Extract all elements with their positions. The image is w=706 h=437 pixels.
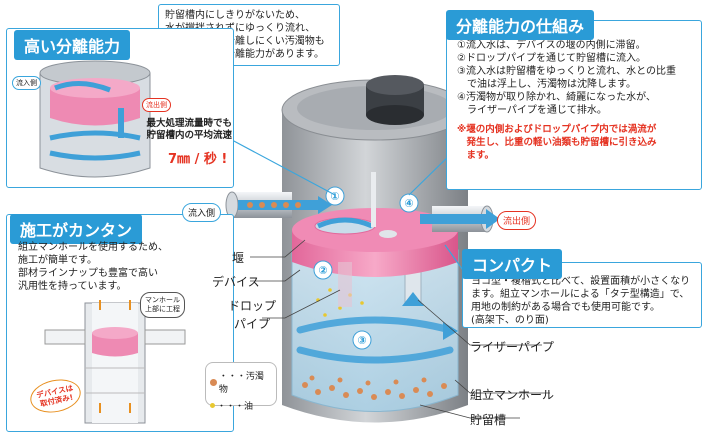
- high-separation-note: 最大処理流量時でも 貯留槽内の平均流速: [142, 118, 232, 142]
- mechanism-panel: ①流入水は、デバイスの堰の内側に滞留。 ②ドロップパイプを通じて貯留槽に流入。 …: [446, 20, 702, 190]
- note-line: 貯留槽内の平均流速: [146, 130, 232, 141]
- compact-line: ヨコ型・複槽式と比べて、設置面積が小さくなり: [471, 276, 691, 287]
- legend-oil: ・・・油: [210, 399, 272, 412]
- drop-pipe-shape: [338, 262, 352, 307]
- mechanism-step: ライザーパイプを通じて排水。: [457, 105, 607, 116]
- step-marker-1: ①: [325, 186, 345, 206]
- step-marker-3: ③: [352, 330, 372, 350]
- step-marker-4: ④: [399, 193, 419, 213]
- legend: ・・・汚濁物 ・・・油: [205, 362, 277, 412]
- inflow-pipe: [225, 191, 332, 219]
- legend-pollutant: ・・・汚濁物: [210, 369, 272, 395]
- inflow-tag-small: 流入側: [12, 76, 41, 90]
- top-description-line: 油の他、水と分離しにくい汚濁物も: [165, 36, 325, 47]
- construction-line: 施工が簡単です。: [18, 255, 97, 266]
- mechanism-step: ④汚濁物が取り除かれ、綺麗になった水が、: [457, 92, 656, 103]
- compact-title: コンパクト: [462, 249, 563, 279]
- mechanism-step: で油は浮上し、汚濁物は沈降します。: [457, 79, 636, 90]
- tank-flow-arrowhead: [443, 322, 458, 340]
- mechanism-step: ①流入水は、デバイスの堰の内側に滞留。: [457, 40, 646, 51]
- svg-text:③: ③: [357, 334, 366, 347]
- oil-dot-icon: [210, 403, 215, 408]
- pollutant-dot-icon: [210, 378, 217, 386]
- label-riser-pipe: ライザーパイプ: [470, 340, 554, 354]
- manhole-tag-line: 上部に工程: [145, 305, 180, 313]
- svg-text:④: ④: [404, 197, 413, 210]
- manhole-tag: マンホール 上部に工程: [140, 292, 185, 318]
- label-drop-pipe: ドロップ パイプ: [228, 297, 276, 333]
- vent-cap: [366, 75, 424, 125]
- legend-oil-label: ・・・油: [217, 402, 254, 412]
- riser-arrow: [402, 292, 424, 306]
- construction-line: 汎用性を持っています。: [18, 281, 127, 292]
- mechanism-note: ※堰の内側およびドロップパイプ内では渦流が 発生し、比重の軽い油類も貯留槽に引き…: [457, 123, 693, 162]
- label-manhole: 組立マンホール: [470, 388, 555, 402]
- construction-line: 組立マンホールを使用するため、: [18, 242, 168, 253]
- legend-pollutant-label: ・・・汚濁物: [218, 372, 264, 395]
- label-device: デバイス: [212, 275, 260, 289]
- mechanism-note-line: ます。: [457, 150, 495, 161]
- compact-line: 用地の制約がある場合でも使用可能です。: [471, 302, 660, 313]
- speed-value: 7㎜ / 秒 !: [168, 152, 228, 167]
- high-separation-illustration: [39, 60, 151, 178]
- mechanism-step: ③流入水は貯留槽をゆっくりと流れ、水との比重: [457, 66, 676, 77]
- tank-flow-arrows: [296, 316, 454, 364]
- construction-text: 組立マンホールを使用するため、 施工が簡単です。 部材ラインナップも豊富で高い …: [18, 241, 168, 293]
- note-line: 最大処理流量時でも: [146, 118, 232, 129]
- manhole-tag-line: マンホール: [145, 296, 180, 304]
- outflow-label: 流出側: [497, 211, 537, 230]
- label-drop-pipe-line: ドロップ: [228, 299, 277, 313]
- step-marker-2: ②: [313, 260, 333, 280]
- mechanism-note-line: 発生し、比重の軽い油類も貯留槽に引き込み: [457, 137, 657, 148]
- label-drop-pipe-line: パイプ: [234, 317, 271, 331]
- center-rod: [371, 172, 376, 227]
- top-description-line: 貯留槽内にしきりがないため、: [165, 10, 305, 21]
- svg-text:②: ②: [318, 264, 327, 277]
- label-tank: 貯留槽: [470, 413, 507, 427]
- compact-panel: ヨコ型・複槽式と比べて、設置面積が小さくなり ます。組立マンホールによる「タテ型…: [462, 262, 702, 328]
- construction-title: 施工がカンタン: [10, 214, 143, 244]
- device-shape: [292, 208, 458, 277]
- compact-line: ます。組立マンホールによる「タテ型構造」で、: [471, 289, 690, 300]
- top-description-line: 水が撹拌されずにゆっくり流れ、: [165, 23, 316, 34]
- top-description-line: 捕捉する高い分離能力があります。: [165, 49, 324, 60]
- mechanism-title: 分離能力の仕組み: [446, 10, 595, 40]
- label-weir: 堰: [232, 251, 245, 265]
- outflow-tag-small: 流出側: [142, 98, 171, 112]
- construction-illustration: [44, 300, 186, 424]
- mechanism-step: ②ドロップパイプを通じて貯留槽に流入。: [457, 53, 646, 64]
- inflow-label: 流入側: [182, 203, 222, 222]
- construction-line: 部材ラインナップも豊富で高い: [18, 268, 158, 279]
- leader-lines: [250, 239, 550, 419]
- high-separation-title: 高い分離能力: [14, 30, 131, 60]
- svg-text:①: ①: [330, 190, 339, 203]
- mechanism-note-line: ※堰の内側およびドロップパイプ内では渦流が: [457, 124, 657, 135]
- sediment-dots: [302, 375, 447, 400]
- compact-line: (高架下、のり面): [471, 315, 549, 326]
- outflow-pipe: [420, 205, 500, 233]
